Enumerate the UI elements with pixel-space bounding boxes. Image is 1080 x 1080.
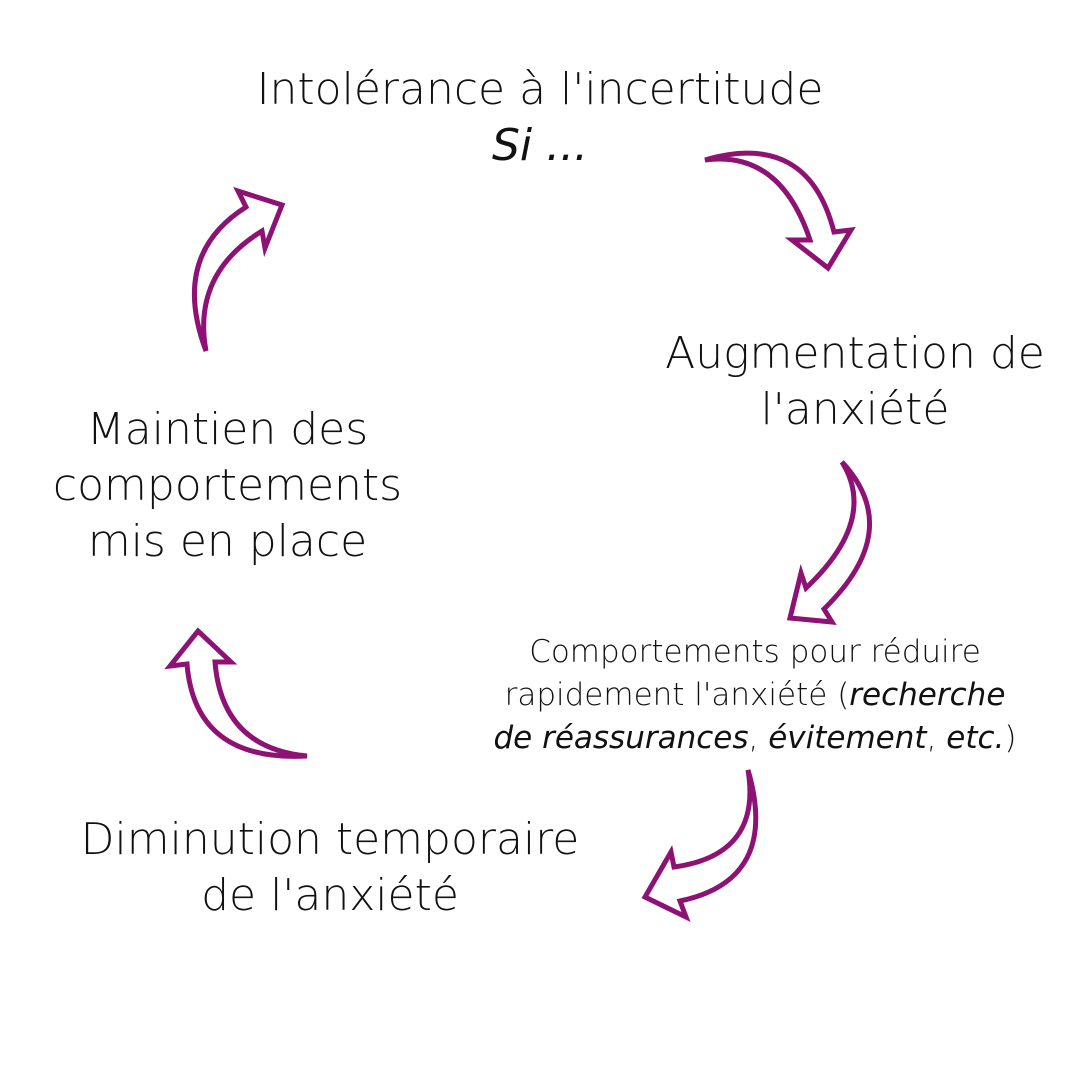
- arrow-5-to-1-icon: [192, 186, 286, 352]
- node-maintien-line3: mis en place: [87, 516, 368, 567]
- arrow-1-to-2-icon: [704, 150, 856, 272]
- node-comportements: Comportements pour réduire rapidement l'…: [455, 631, 1055, 760]
- node-maintien-line2: comportements: [52, 460, 403, 511]
- node-comportements-line1: Comportements pour réduire: [529, 634, 981, 670]
- node-diminution-line2: de l'anxiété: [201, 870, 459, 921]
- node-maintien-line1: Maintien des: [86, 404, 369, 455]
- node-augmentation-line2: l'anxiété: [760, 384, 950, 435]
- arrow-2-to-3-icon: [786, 460, 873, 625]
- arrow-3-to-4-icon: [641, 769, 759, 922]
- node-intolerance: Intolérance à l'incertitude Si ...: [240, 62, 840, 174]
- node-augmentation-line1: Augmentation de: [665, 328, 1045, 379]
- node-maintien: Maintien des comportements mis en place: [20, 402, 435, 570]
- node-comportements-line3: de réassurances, évitement, etc.): [493, 720, 1017, 756]
- node-diminution-line1: Diminution temporaire: [80, 814, 580, 865]
- node-intolerance-title: Intolérance à l'incertitude: [256, 64, 824, 115]
- node-augmentation: Augmentation de l'anxiété: [640, 326, 1070, 438]
- arrow-4-to-5-icon: [164, 627, 308, 759]
- node-diminution: Diminution temporaire de l'anxiété: [40, 812, 620, 924]
- node-intolerance-subtitle: Si ...: [491, 120, 589, 171]
- node-comportements-line2: rapidement l'anxiété (recherche: [504, 677, 1006, 713]
